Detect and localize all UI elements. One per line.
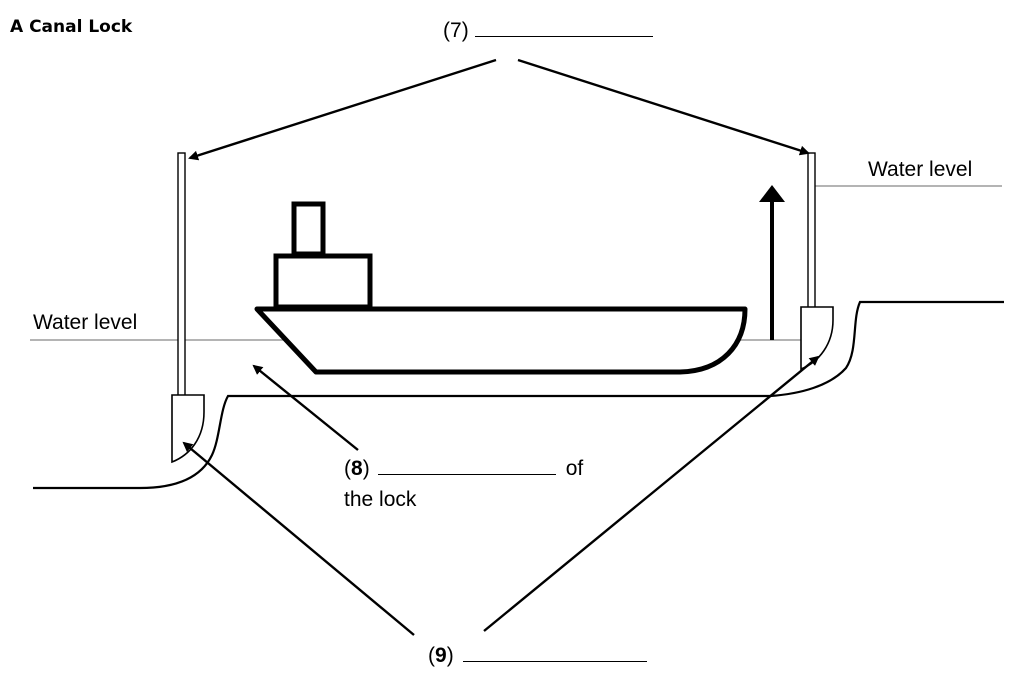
q7-number: 7 [450, 19, 462, 42]
q9-open: ( [428, 644, 435, 667]
boat-cabin [273, 253, 373, 310]
left-lock-gate [171, 152, 205, 464]
q7-open: ( [443, 19, 450, 42]
leader-7-right [517, 58, 810, 156]
q7-answer-blank[interactable] [474, 35, 653, 37]
q8-number: 8 [351, 457, 363, 480]
water-rising-arrowhead [759, 185, 785, 202]
right-lock-gate [800, 152, 834, 371]
boat-funnel [291, 201, 326, 257]
water-level-label-left: Water level [33, 311, 138, 334]
q9-close: ) [446, 644, 454, 667]
question-7: (7) [443, 19, 653, 43]
q8-close: ) [362, 457, 370, 480]
q9-answer-blank[interactable] [462, 660, 647, 662]
leader-7-left [188, 58, 497, 161]
leader-9-right [483, 355, 820, 632]
leader-9-left [182, 441, 415, 636]
question-8: (8) of [344, 457, 583, 481]
question-9: (9) [428, 644, 647, 668]
boat-hull [254, 306, 748, 375]
q7-close: ) [461, 19, 469, 42]
q9-number: 9 [435, 644, 447, 667]
boat [254, 201, 748, 375]
water-level-label-right: Water level [868, 158, 973, 181]
diagram-title: A Canal Lock [10, 17, 133, 37]
q8-answer-blank[interactable] [377, 473, 556, 475]
q8-open: ( [344, 457, 351, 480]
q8-suffix: of [565, 457, 584, 480]
leader-8 [252, 364, 359, 451]
question-8-line2: the lock [344, 488, 417, 511]
